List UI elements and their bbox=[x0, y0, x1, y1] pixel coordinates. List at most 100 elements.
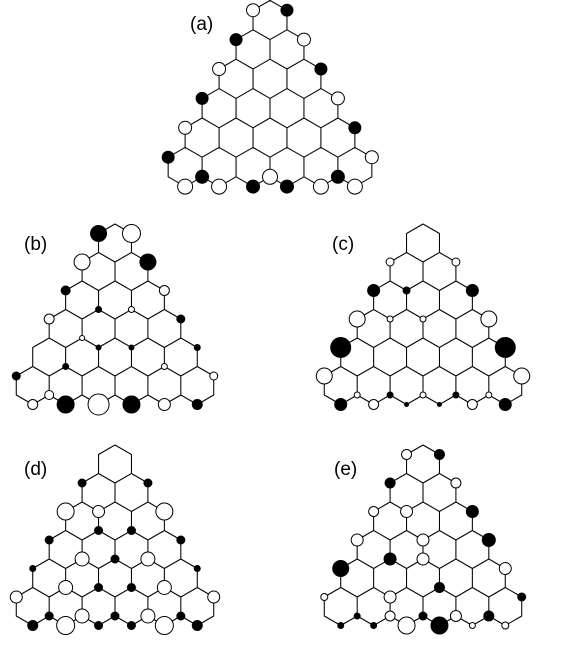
open-site-marker bbox=[160, 363, 168, 370]
open-site-marker bbox=[121, 224, 141, 243]
open-site-marker bbox=[383, 590, 397, 604]
open-site-marker bbox=[449, 610, 462, 622]
open-site-marker bbox=[451, 257, 461, 267]
open-site-marker bbox=[246, 3, 261, 18]
filled-site-marker bbox=[44, 611, 54, 621]
open-site-marker bbox=[386, 315, 394, 323]
filled-site-marker bbox=[195, 91, 209, 105]
open-site-marker bbox=[364, 150, 379, 165]
open-site-marker bbox=[140, 551, 156, 567]
filled-site-marker bbox=[161, 150, 175, 164]
panel-e: (e) bbox=[320, 444, 527, 635]
open-site-marker bbox=[262, 168, 278, 185]
filled-site-marker bbox=[191, 620, 203, 631]
open-site-marker bbox=[480, 310, 498, 328]
open-site-marker bbox=[315, 367, 333, 385]
filled-site-marker bbox=[128, 344, 135, 351]
filled-site-marker bbox=[176, 314, 186, 324]
lattice-e bbox=[323, 444, 523, 627]
panel-b: (b) bbox=[11, 223, 219, 416]
open-site-marker bbox=[416, 552, 430, 566]
panel-label-d: (d) bbox=[24, 459, 47, 480]
panel-a: (a) bbox=[161, 0, 379, 195]
open-site-marker bbox=[74, 551, 90, 567]
filled-site-marker bbox=[126, 621, 136, 630]
open-site-marker bbox=[384, 610, 396, 622]
filled-site-marker bbox=[110, 611, 120, 621]
open-site-marker bbox=[485, 391, 493, 399]
panel-c: (c) bbox=[315, 223, 531, 411]
filled-site-marker bbox=[481, 533, 496, 547]
open-site-marker bbox=[127, 306, 135, 313]
sites-b bbox=[11, 224, 219, 416]
filled-site-marker bbox=[433, 582, 445, 593]
lattice-c bbox=[323, 223, 523, 406]
panel-label-c: (c) bbox=[332, 234, 354, 255]
filled-site-marker bbox=[11, 371, 21, 381]
sites-a bbox=[161, 3, 379, 195]
open-site-marker bbox=[74, 608, 90, 624]
filled-site-marker bbox=[62, 363, 70, 370]
filled-site-marker bbox=[498, 398, 512, 411]
filled-site-marker bbox=[195, 169, 210, 184]
filled-site-marker bbox=[465, 505, 479, 518]
open-site-marker bbox=[207, 590, 221, 604]
filled-site-marker bbox=[430, 616, 449, 635]
sites-c bbox=[315, 257, 531, 411]
open-site-marker bbox=[466, 399, 478, 410]
open-site-marker bbox=[212, 62, 227, 76]
filled-site-marker bbox=[436, 402, 442, 407]
panel-label-b: (b) bbox=[24, 234, 47, 255]
open-site-marker bbox=[157, 398, 171, 411]
open-site-marker bbox=[468, 622, 476, 629]
filled-site-marker bbox=[176, 611, 186, 621]
filled-site-marker bbox=[330, 337, 352, 358]
filled-site-marker bbox=[95, 306, 103, 313]
lattice-edges bbox=[323, 444, 523, 627]
filled-site-marker bbox=[94, 621, 104, 630]
open-site-marker bbox=[450, 477, 462, 489]
filled-site-marker bbox=[452, 391, 460, 399]
sites-e bbox=[320, 449, 527, 635]
open-site-marker bbox=[56, 502, 75, 521]
filled-site-marker bbox=[383, 552, 397, 566]
open-site-marker bbox=[368, 399, 380, 410]
open-site-marker bbox=[177, 178, 194, 195]
open-site-marker bbox=[419, 391, 427, 399]
filled-site-marker bbox=[246, 179, 261, 194]
filled-site-marker bbox=[337, 622, 345, 629]
filled-site-marker bbox=[60, 285, 71, 296]
open-site-marker bbox=[211, 178, 228, 195]
open-site-marker bbox=[73, 253, 91, 271]
open-site-marker bbox=[501, 621, 510, 630]
filled-site-marker bbox=[404, 402, 410, 407]
open-site-marker bbox=[498, 562, 512, 575]
open-site-marker bbox=[209, 371, 219, 381]
open-site-marker bbox=[79, 335, 86, 341]
filled-site-marker bbox=[29, 565, 37, 572]
filled-site-marker bbox=[94, 526, 104, 535]
filled-site-marker bbox=[367, 284, 381, 297]
filled-site-marker bbox=[126, 526, 136, 535]
open-site-marker bbox=[58, 580, 74, 595]
open-site-marker bbox=[140, 608, 156, 624]
open-site-marker bbox=[156, 580, 172, 595]
open-site-marker bbox=[353, 391, 361, 399]
open-site-marker bbox=[350, 533, 364, 547]
filled-site-marker bbox=[402, 286, 411, 295]
filled-site-marker bbox=[334, 398, 348, 411]
filled-site-marker bbox=[279, 179, 294, 194]
open-site-marker bbox=[312, 178, 329, 195]
filled-site-marker bbox=[193, 565, 201, 572]
lattice-edges bbox=[15, 444, 215, 627]
filled-site-marker bbox=[56, 395, 75, 414]
filled-site-marker bbox=[280, 3, 294, 17]
filled-site-marker bbox=[44, 535, 54, 545]
open-site-marker bbox=[87, 393, 110, 416]
lattice-a bbox=[167, 0, 373, 188]
open-site-marker bbox=[44, 390, 55, 400]
filled-site-marker bbox=[433, 449, 445, 460]
filled-site-marker bbox=[229, 33, 243, 47]
open-site-marker bbox=[385, 257, 395, 267]
